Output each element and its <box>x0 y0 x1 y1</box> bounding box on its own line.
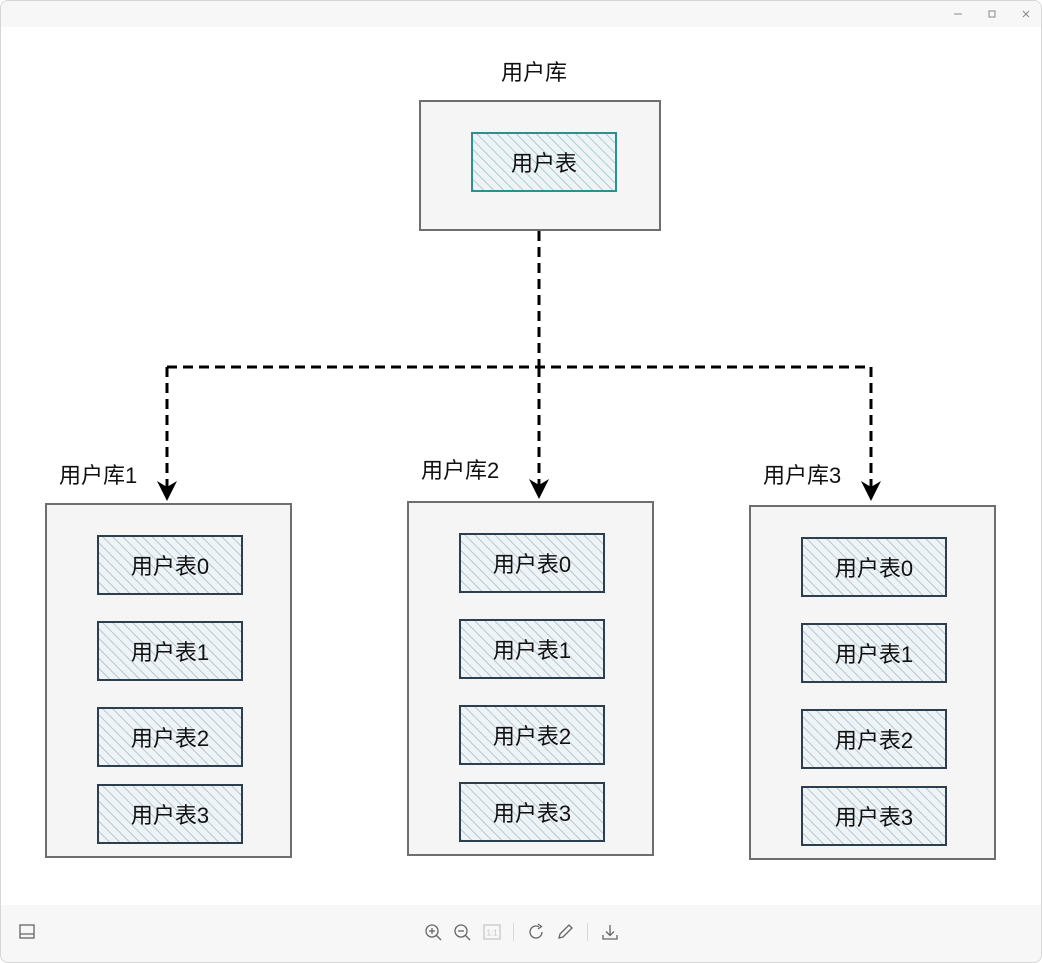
shard-1-table-2: 用户表2 <box>97 707 243 767</box>
image-canvas: 用户库 用户表 用户库1 用户表0 用户表1 用户表2 用户表3 用户库2 用户… <box>1 27 1041 905</box>
zoom-out-icon <box>454 924 471 941</box>
zoom-in-icon <box>425 924 442 941</box>
shard-3-table-3: 用户表3 <box>801 786 947 846</box>
shard-2-table-2: 用户表2 <box>459 705 605 765</box>
download-button[interactable] <box>599 921 621 943</box>
shard-2-box: 用户表0 用户表1 用户表2 用户表3 <box>407 501 654 856</box>
shard-3-table-0: 用户表0 <box>801 537 947 597</box>
minimize-button[interactable] <box>947 5 969 23</box>
connector-layer <box>157 231 881 501</box>
rotate-button[interactable] <box>525 921 547 943</box>
shard-1-table-3: 用户表3 <box>97 784 243 844</box>
panel-icon <box>19 924 35 939</box>
bottom-toolbar: 1:1 <box>1 905 1041 962</box>
shard-3-box: 用户表0 用户表1 用户表2 用户表3 <box>749 505 996 860</box>
shard-3-table-2: 用户表2 <box>801 709 947 769</box>
toolbar-separator <box>587 923 588 941</box>
rotate-icon <box>529 923 543 939</box>
shard-2-label: 用户库2 <box>421 458 500 483</box>
root-db-label: 用户库 <box>501 60 568 85</box>
shard-1-box: 用户表0 用户表1 用户表2 用户表3 <box>45 503 292 858</box>
title-bar <box>1 1 1041 27</box>
shard-2-table-0: 用户表0 <box>459 533 605 593</box>
close-button[interactable] <box>1015 5 1037 23</box>
zoom-out-button[interactable] <box>451 921 473 943</box>
shard-2-table-1: 用户表1 <box>459 619 605 679</box>
root-table: 用户表 <box>471 132 617 192</box>
shard-1-table-0: 用户表0 <box>97 535 243 595</box>
maximize-button[interactable] <box>981 5 1003 23</box>
sidebar-toggle-button[interactable] <box>16 921 38 943</box>
shard-3-table-1: 用户表1 <box>801 623 947 683</box>
zoom-in-button[interactable] <box>422 921 444 943</box>
shard-2-table-3: 用户表3 <box>459 782 605 842</box>
svg-text:1:1: 1:1 <box>486 929 498 938</box>
toolbar-separator <box>513 923 514 941</box>
maximize-icon <box>988 10 996 18</box>
actual-size-button[interactable]: 1:1 <box>481 921 503 943</box>
arrowhead-shard-3 <box>861 481 881 501</box>
arrowhead-shard-2 <box>529 479 549 499</box>
arrowhead-shard-1 <box>157 481 177 501</box>
download-icon <box>602 925 618 940</box>
edit-button[interactable] <box>554 921 576 943</box>
shard-3-label: 用户库3 <box>763 463 842 488</box>
root-db-box: 用户表 <box>419 100 661 231</box>
actual-size-icon: 1:1 <box>483 924 501 940</box>
minimize-icon <box>954 13 962 15</box>
shard-1-label: 用户库1 <box>59 463 138 488</box>
shard-1-table-1: 用户表1 <box>97 621 243 681</box>
pencil-icon <box>558 924 573 939</box>
close-icon <box>1022 10 1030 18</box>
